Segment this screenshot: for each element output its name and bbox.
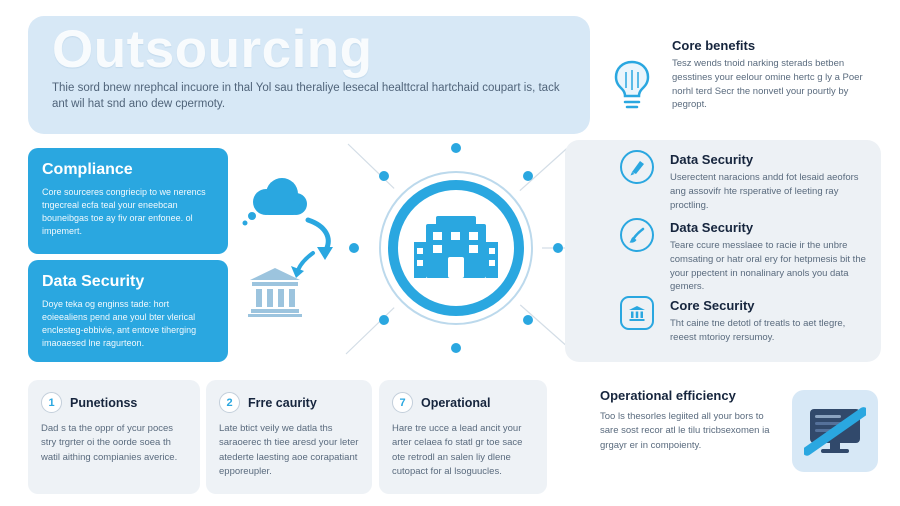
operational-efficiency-body: Too ls thesorles legiited all your bors …: [600, 411, 770, 451]
compliance-card: Compliance Core sourceres congriecip to …: [28, 148, 228, 254]
bank-icon: [246, 266, 304, 323]
right-item-title: Data Security: [670, 152, 754, 167]
arrow-down-right-icon: [302, 216, 336, 267]
right-item-core-security: Core Security Tht caine tne detotl of tr…: [670, 298, 868, 345]
right-item-data-security-1: Data Security Userectent naracions andd …: [670, 152, 868, 212]
orbit-dots: [349, 143, 563, 353]
pen-icon: [620, 150, 654, 184]
lightbulb-icon: [612, 58, 652, 115]
brush-icon: [620, 218, 654, 252]
page-title: Outsourcing: [52, 20, 373, 79]
right-item-body: Tht caine tne detotl of treatls to aet t…: [670, 318, 846, 343]
bottom-card-title: Operational: [421, 395, 491, 410]
header-subtitle: Thie sord bnew nrephcal incuore in thal …: [52, 82, 560, 111]
right-item-body: Userectent naracions andd fot lesaid aeo…: [670, 172, 859, 211]
bank-small-icon: [620, 296, 654, 330]
right-item-body: Teare ccure messlaee to racie ir the unb…: [670, 240, 866, 293]
step-number-badge: 7: [392, 392, 413, 413]
bottom-card-1: 1 Punetionss Dad s ta the oppr of ycur p…: [28, 380, 200, 494]
step-number-badge: 1: [41, 392, 62, 413]
right-item-data-security-2: Data Security Teare ccure messlaee to ra…: [670, 220, 868, 294]
data-security-card: Data Security Doye teka og enginss tade:…: [28, 260, 228, 362]
bottom-card-2: 2 Frre caurity Late btict veily we datla…: [206, 380, 372, 494]
bottom-card-body: Dad s ta the oppr of ycur poces stry trg…: [41, 423, 178, 463]
data-security-body: Doye teka og enginss tade: hort eoieeali…: [42, 299, 197, 349]
arrow-down-left-icon: [288, 250, 318, 285]
compliance-title: Compliance: [42, 161, 133, 178]
right-item-title: Core Security: [670, 298, 755, 313]
operational-efficiency-title: Operational efficiency: [600, 388, 736, 403]
cloud-icon: [240, 172, 312, 235]
building-icon: [414, 216, 498, 278]
compliance-body: Core sourceres congriecip to we nerencs …: [42, 187, 206, 237]
right-benefits-panel: Data Security Userectent naracions andd …: [565, 140, 881, 362]
data-security-title: Data Security: [42, 273, 145, 290]
bottom-card-3: 7 Operational Hare tre ucce a lead ancit…: [379, 380, 547, 494]
bottom-card-title: Frre caurity: [248, 395, 317, 410]
bottom-card-body: Late btict veily we datla ths saraoerec …: [219, 423, 359, 477]
header-panel: Outsourcing Thie sord bnew nrephcal incu…: [28, 16, 590, 134]
core-benefits-title: Core benefits: [672, 38, 756, 53]
outer-ring: [379, 171, 533, 325]
monitor-pencil-icon: [792, 390, 878, 472]
step-number-badge: 2: [219, 392, 240, 413]
core-benefits-body: Tesz wends tnoid narking sterads betben …: [672, 58, 863, 111]
central-diagram: [336, 130, 586, 379]
bottom-card-body: Hare tre ucce a lead ancit your arter ce…: [392, 423, 523, 477]
bottom-card-title: Punetionss: [70, 395, 138, 410]
right-item-title: Data Security: [670, 220, 754, 235]
